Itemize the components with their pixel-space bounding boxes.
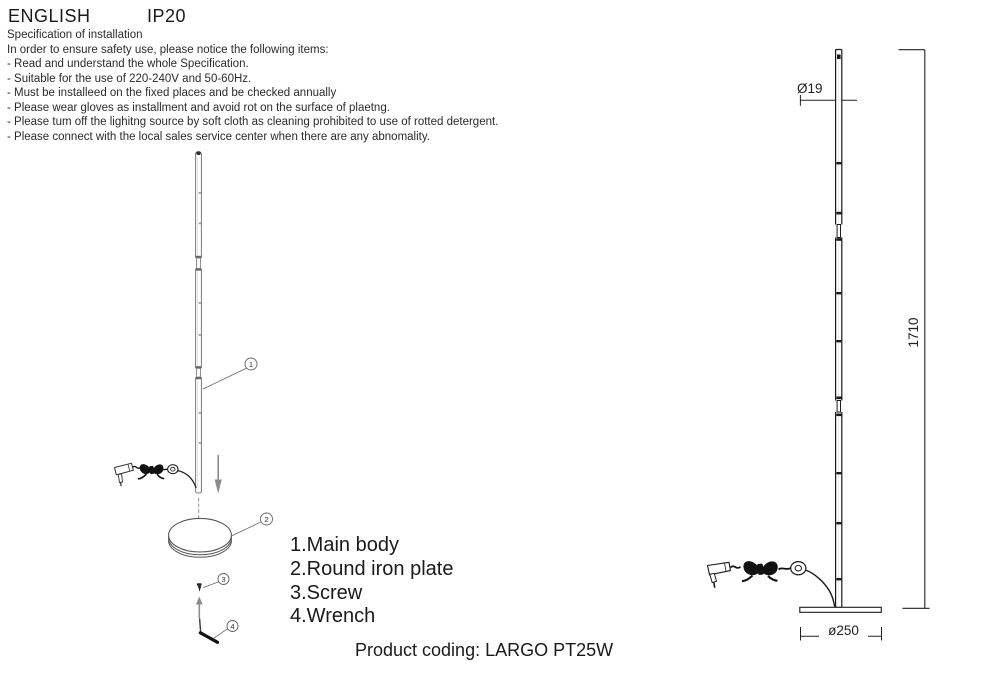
main-body-pole xyxy=(195,151,202,494)
assembly-arrow-down xyxy=(214,454,222,494)
callout-1-marker: 1 xyxy=(202,357,258,390)
inline-switch xyxy=(167,464,179,475)
assembly-arrow-up xyxy=(195,596,203,619)
language-label: ENGLISH xyxy=(8,6,91,26)
power-cord-assembly-left xyxy=(114,462,197,489)
callout-2-number: 2 xyxy=(264,515,268,524)
dim-label-top-diameter: Ø19 xyxy=(797,81,823,96)
spec-item: - Suitable for the use of 220-240V and 5… xyxy=(7,72,252,85)
parts-list-item: 1.Main body xyxy=(290,534,399,556)
callout-4-number: 4 xyxy=(230,622,234,631)
screw xyxy=(196,583,202,592)
power-plug xyxy=(706,561,732,588)
inline-switch xyxy=(790,561,807,576)
dim-label-height: 1710 xyxy=(906,317,921,348)
spec-title: Specification of installation xyxy=(7,29,143,41)
cord-to-base xyxy=(805,569,836,607)
product-coding: Product coding: LARGO PT25W xyxy=(355,640,614,660)
callout-3-number: 3 xyxy=(221,575,225,584)
callout-1-number: 1 xyxy=(249,360,253,369)
dim-label-base-diameter: ø250 xyxy=(819,623,868,638)
parts-list-item: 4.Wrench xyxy=(290,605,376,628)
spec-block: Specification of installation In order t… xyxy=(7,28,498,144)
cord-segment xyxy=(132,465,142,469)
assembled-view-diagram xyxy=(706,48,930,641)
callout-3-marker: 3 xyxy=(203,573,230,588)
spec-item: - Read and understand the whole Specific… xyxy=(7,58,249,71)
spec-intro: In order to ensure safety use, please no… xyxy=(7,43,329,56)
power-cord-assembly-right xyxy=(706,561,836,607)
parts-list: 1.Main body 2.Round iron plate 3.Screw 4… xyxy=(290,534,453,629)
wrench xyxy=(198,618,220,644)
cord-coil xyxy=(137,464,165,480)
cord-segment xyxy=(777,567,791,571)
cord-to-pole xyxy=(177,469,197,489)
spec-item: - Please wear gloves as installment and … xyxy=(7,101,390,114)
callout-4-marker: 4 xyxy=(213,620,239,639)
parts-list-item: 2.Round iron plate xyxy=(290,557,454,580)
parts-list-item: 3.Screw xyxy=(290,581,363,604)
spec-item: - Please connect with the local sales se… xyxy=(7,130,430,143)
exploded-view-diagram: 1 2 3 4 xyxy=(114,151,273,644)
power-plug xyxy=(114,462,134,487)
round-iron-plate xyxy=(168,517,232,558)
callout-2-marker: 2 xyxy=(231,512,273,537)
dim-line-height xyxy=(898,49,930,609)
cord-coil xyxy=(741,561,778,583)
ip-rating-label: IP20 xyxy=(147,6,187,26)
assembled-pole xyxy=(834,48,843,609)
spec-item: - Please tum off the lighitng source by … xyxy=(7,116,499,129)
cord-segment xyxy=(729,565,742,569)
dim-line-top-diameter xyxy=(799,94,857,106)
base-plate xyxy=(799,606,882,613)
spec-item: - Must be installeed on the fixed places… xyxy=(7,87,337,100)
